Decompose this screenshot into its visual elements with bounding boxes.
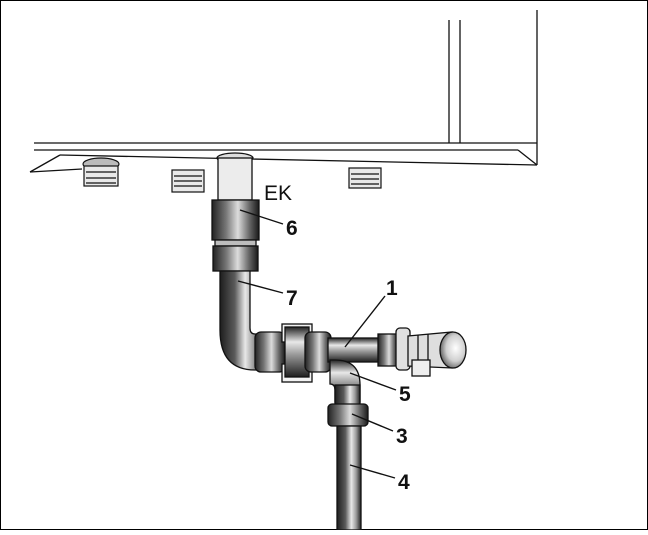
boiler-connection-stubs [82, 157, 382, 193]
valve-cap [439, 331, 467, 369]
leader-4 [349, 464, 396, 479]
leader-3 [351, 413, 394, 432]
fitting-6-lower-nut [212, 245, 259, 272]
union-nut-left [254, 331, 286, 373]
leader-5 [349, 372, 397, 391]
fitting-3-nut [327, 403, 369, 427]
stub-left [82, 157, 120, 187]
fitting-6-nut [211, 199, 260, 241]
ek-connection [211, 152, 260, 272]
label-3: 3 [396, 425, 408, 448]
leader-6 [239, 209, 284, 225]
union-nut-right [304, 331, 332, 373]
label-5: 5 [399, 383, 411, 406]
drop-pipe [327, 359, 369, 531]
stub-middle [171, 169, 205, 193]
label-ek: EK [264, 182, 292, 205]
label-7: 7 [286, 287, 298, 310]
leader-7 [237, 280, 284, 294]
label-1: 1 [386, 277, 398, 300]
stub-right [348, 167, 382, 189]
label-4: 4 [398, 471, 410, 494]
leader-1 [344, 295, 386, 348]
safety-valve [377, 327, 467, 377]
leader-lines [237, 209, 397, 479]
boiler-housing [29, 10, 538, 173]
pipe-4 [336, 425, 362, 531]
tee-fitting [254, 323, 332, 383]
pipe-1 [327, 337, 381, 363]
label-6: 6 [286, 217, 298, 240]
